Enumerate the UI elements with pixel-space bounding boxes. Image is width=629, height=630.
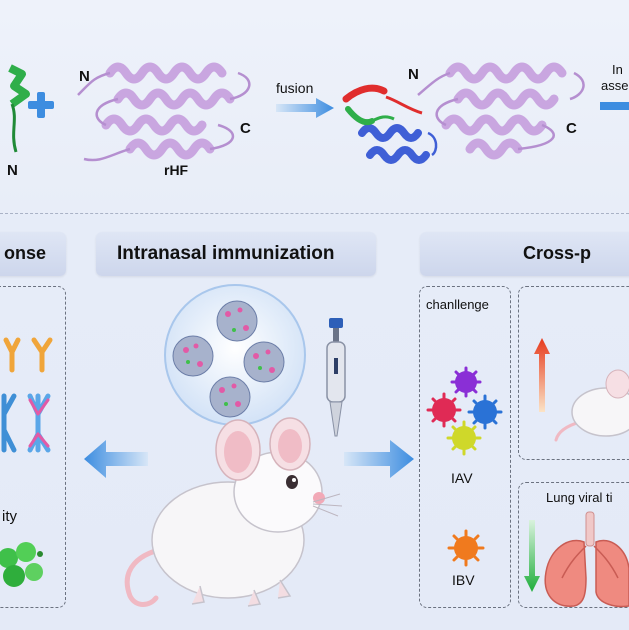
immune-response-panel: [0, 286, 66, 608]
fusion-label: fusion: [276, 80, 314, 96]
down-arrow: [524, 520, 540, 592]
assembly-arrow: [600, 102, 629, 110]
challenge-label: chanllenge: [426, 297, 489, 312]
right-arrow: [344, 440, 414, 478]
rhf-protein-structure: [77, 62, 251, 162]
center-header-text: Intranasal immunization: [117, 243, 335, 264]
survival-panel: [518, 286, 629, 460]
mouse-small: [554, 369, 629, 442]
ibv-virus: [447, 529, 485, 567]
section-divider: [0, 213, 629, 214]
assembly-label-line1: In: [612, 62, 623, 77]
up-arrow: [534, 338, 550, 412]
fused-c-terminus: C: [566, 120, 577, 137]
right-panel-header-text: Cross-p: [523, 243, 592, 263]
rhf-c-terminus: C: [240, 120, 251, 137]
pipette-icon: [326, 318, 346, 437]
mouse-illustration: [124, 417, 343, 607]
center-header: [96, 232, 376, 276]
left-panel-footer-text: ity: [2, 508, 17, 525]
iav-label: IAV: [451, 470, 473, 486]
antibody-icons: [1, 337, 53, 453]
green-cells-icon: [0, 542, 43, 587]
fusion-arrow: [276, 98, 334, 118]
ibv-label: IBV: [452, 572, 475, 588]
left-arrow: [84, 440, 148, 478]
fused-protein-structure: [342, 62, 585, 164]
fused-n-terminus: N: [408, 66, 419, 83]
assembly-label-line2: asse: [601, 78, 629, 93]
challenge-panel: [419, 286, 511, 608]
left-panel-header-text: onse: [4, 243, 47, 263]
green-peptide-structure: [8, 64, 30, 153]
nanoparticle-bubble: [164, 284, 306, 426]
left-panel-header: [0, 232, 66, 276]
rhf-n-terminus: N: [79, 68, 90, 85]
lung-panel-title: Lung viral ti: [546, 490, 613, 505]
right-panel-header: [420, 232, 629, 276]
peptide-n-terminus: N: [7, 162, 18, 179]
rhf-label: rHF: [164, 162, 189, 178]
lungs-icon: [544, 511, 629, 608]
iav-virus-cluster: [426, 366, 503, 456]
plus-icon: [28, 92, 54, 118]
lung-viral-titer-panel: [518, 482, 629, 608]
